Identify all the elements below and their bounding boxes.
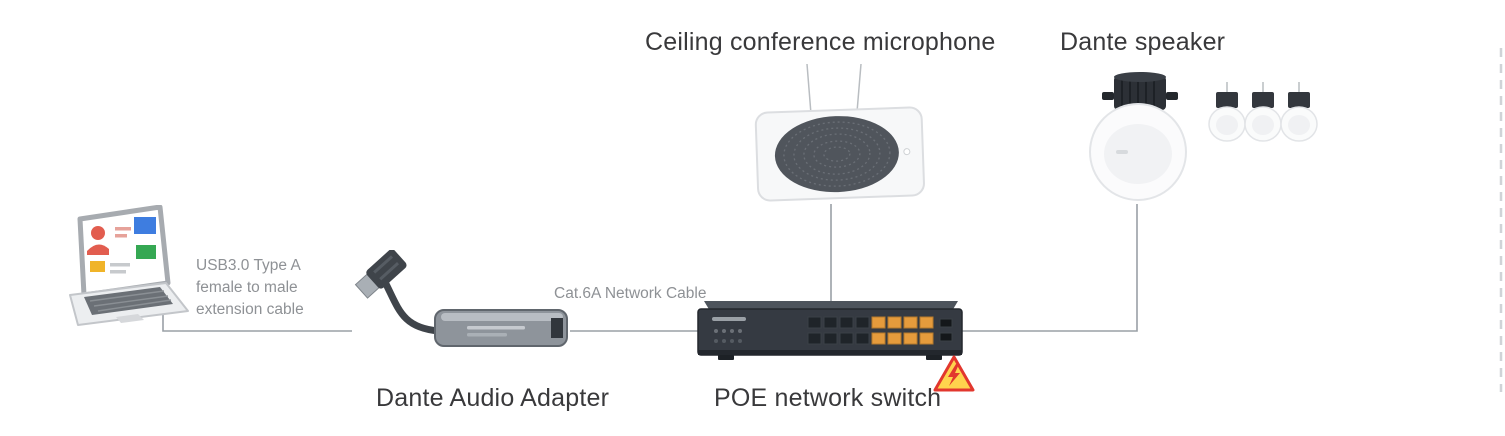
- cat6a-cable-label: Cat.6A Network Cable: [554, 285, 707, 302]
- mic-grille: [774, 116, 899, 193]
- line-switch-to-speaker: [962, 204, 1138, 332]
- ceiling-mic-label: Ceiling conference microphone: [645, 28, 996, 56]
- usb-cable-label: USB3.0 Type A female to male extension c…: [196, 257, 304, 318]
- usb-cable-cord: [382, 280, 443, 335]
- switch-ethernet-ports: [807, 316, 953, 345]
- dante-speakers-small: [1208, 80, 1320, 146]
- dante-audio-adapter: [345, 250, 580, 360]
- high-voltage-warning-icon: [932, 354, 976, 394]
- dante-speaker-main: [1072, 68, 1207, 203]
- dante-adapter-label: Dante Audio Adapter: [376, 384, 610, 412]
- dante-speaker-label: Dante speaker: [1060, 28, 1226, 56]
- small-speaker-3: [1280, 82, 1318, 142]
- adapter-body: [434, 309, 568, 347]
- speaker-back-can: [1102, 72, 1178, 110]
- mic-led: [903, 148, 911, 156]
- ceiling-conference-microphone: [745, 62, 935, 207]
- laptop: [60, 205, 195, 335]
- small-speaker-2: [1244, 82, 1282, 142]
- poe-switch-label: POE network switch: [714, 384, 942, 412]
- usb-plug-icon: [354, 250, 407, 299]
- switch-front-face: [697, 308, 963, 356]
- laptop-touchpad: [116, 314, 144, 323]
- poe-network-switch: [690, 295, 970, 367]
- small-speaker-1: [1208, 82, 1246, 142]
